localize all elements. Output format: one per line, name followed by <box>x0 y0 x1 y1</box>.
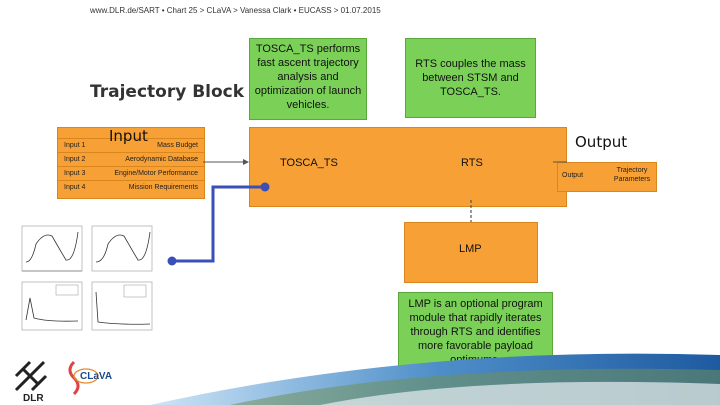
input-row: Input 3 Engine/Motor Performance <box>58 166 204 181</box>
input-row-value: Mission Requirements <box>128 184 198 191</box>
rts-label: RTS <box>461 157 483 169</box>
slide-title: Trajectory Block <box>90 82 245 102</box>
input-row: Input 1 Mass Budget <box>58 138 204 153</box>
input-row: Input 4 Mission Requirements <box>58 180 204 195</box>
output-label: Output <box>562 172 584 179</box>
process-block: TOSCA_TS RTS <box>249 127 567 207</box>
dlr-wordmark: DLR <box>23 393 44 404</box>
clava-wordmark: CLaVA <box>80 371 113 382</box>
output-heading: Output <box>575 133 628 151</box>
input-row-label: Input 1 <box>64 142 86 149</box>
tosca-label: TOSCA_TS <box>280 157 338 169</box>
input-row-value: Engine/Motor Performance <box>114 170 198 177</box>
rts-note-box: RTS couples the mass between STSM and TO… <box>405 38 536 118</box>
input-panel: Input 1 Mass Budget Input 2 Aerodynamic … <box>57 127 205 199</box>
slide-header: www.DLR.de/SART • Chart 25 > CLaVA > Van… <box>90 6 381 15</box>
plots-connector <box>172 185 265 263</box>
tosca-note-box: TOSCA_TS performs fast ascent trajectory… <box>249 38 367 120</box>
input-row-label: Input 2 <box>64 156 86 163</box>
input-row-value: Mass Budget <box>157 142 198 149</box>
output-value: Trajectory Parameters <box>613 167 651 183</box>
input-row-label: Input 3 <box>64 170 86 177</box>
plot-2 <box>91 225 153 272</box>
clava-logo <box>68 360 99 396</box>
lmp-label: LMP <box>459 243 482 255</box>
input-row-value: Aerodynamic Database <box>125 156 198 163</box>
lmp-block: LMP <box>404 222 538 283</box>
output-panel <box>557 162 657 192</box>
input-row-label: Input 4 <box>64 184 86 191</box>
input-row: Input 2 Aerodynamic Database <box>58 152 204 167</box>
plot-4 <box>91 281 153 331</box>
input-heading: Input <box>109 127 148 145</box>
dlr-logo <box>14 360 48 392</box>
plot-1 <box>21 225 83 272</box>
plot-3 <box>21 281 83 331</box>
